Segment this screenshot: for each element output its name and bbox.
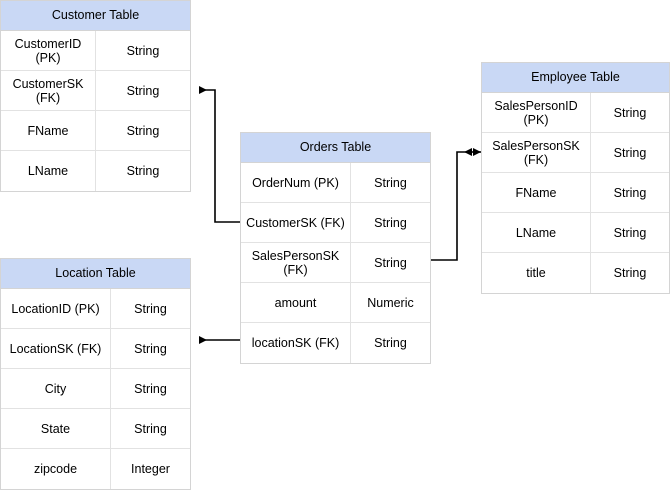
- field-name-cell: LName: [1, 151, 96, 191]
- table-row[interactable]: SalesPersonSK (FK) String: [241, 243, 430, 283]
- field-name-cell: CustomerSK (FK): [241, 203, 351, 242]
- table-row[interactable]: CustomerSK (FK) String: [1, 71, 190, 111]
- field-type-cell: String: [134, 301, 167, 316]
- field-type-cell: String: [126, 83, 160, 98]
- location-table-title: Location Table: [1, 259, 190, 289]
- field-name-line-2: (FK): [283, 262, 308, 277]
- field-type-cell: String: [374, 255, 407, 270]
- field-type-cell: String: [126, 164, 160, 178]
- field-name-cell: locationSK (FK): [241, 323, 351, 363]
- field-name-cell: title: [482, 253, 591, 293]
- field-name-cell: City: [1, 369, 111, 408]
- field-name-cell: LocationID (PK): [1, 289, 111, 328]
- field-type-cell: String: [134, 421, 167, 436]
- table-row[interactable]: OrderNum (PK) String: [241, 163, 430, 203]
- table-row[interactable]: CustomerID (PK) String: [1, 31, 190, 71]
- table-row[interactable]: LocationSK (FK) String: [1, 329, 190, 369]
- field-type-cell: String: [126, 43, 160, 58]
- table-row[interactable]: SalesPersonSK (FK) String: [482, 133, 669, 173]
- field-type-cell: String: [613, 145, 647, 160]
- field-name-line-2: (FK): [523, 152, 549, 167]
- field-name-cell: SalesPersonSK (FK): [241, 243, 351, 282]
- table-row[interactable]: CustomerSK (FK) String: [241, 203, 430, 243]
- table-row[interactable]: zipcode Integer: [1, 449, 190, 489]
- field-name-cell: LName: [482, 213, 591, 252]
- table-row[interactable]: LName String: [482, 213, 669, 253]
- location-table[interactable]: Location Table LocationID (PK) String Lo…: [0, 258, 191, 490]
- orders-table-title: Orders Table: [241, 133, 430, 163]
- table-row[interactable]: locationSK (FK) String: [241, 323, 430, 363]
- field-name-line-1: CustomerSK: [12, 76, 84, 91]
- table-row[interactable]: amount Numeric: [241, 283, 430, 323]
- field-type-cell: String: [613, 185, 647, 200]
- table-row[interactable]: FName String: [482, 173, 669, 213]
- table-row[interactable]: LocationID (PK) String: [1, 289, 190, 329]
- table-row[interactable]: City String: [1, 369, 190, 409]
- table-row[interactable]: LName String: [1, 151, 190, 191]
- field-type-cell: String: [134, 381, 167, 396]
- table-row[interactable]: SalesPersonID (PK) String: [482, 93, 669, 133]
- field-name-cell: FName: [482, 173, 591, 212]
- field-type-cell: String: [613, 225, 647, 240]
- field-name-line-1: SalesPersonSK: [251, 248, 340, 263]
- employee-table-title: Employee Table: [482, 63, 669, 93]
- customer-table[interactable]: Customer Table CustomerID (PK) String Cu…: [0, 0, 191, 192]
- field-type-cell: String: [134, 341, 167, 356]
- orders-table[interactable]: Orders Table OrderNum (PK) String Custom…: [240, 132, 431, 364]
- field-type-cell: String: [613, 105, 647, 120]
- field-name-cell: SalesPersonSK (FK): [482, 133, 591, 172]
- customer-table-title: Customer Table: [1, 1, 190, 31]
- field-name-line-2: (FK): [35, 90, 61, 105]
- field-name-cell: State: [1, 409, 111, 448]
- field-type-cell: String: [374, 175, 407, 190]
- field-type-cell: String: [374, 215, 407, 230]
- field-name-cell: CustomerID (PK): [1, 31, 96, 70]
- employee-table[interactable]: Employee Table SalesPersonID (PK) String…: [481, 62, 670, 294]
- field-type-cell: Integer: [131, 462, 170, 476]
- field-type-cell: String: [126, 123, 160, 138]
- table-row[interactable]: title String: [482, 253, 669, 293]
- table-row[interactable]: FName String: [1, 111, 190, 151]
- field-name-cell: FName: [1, 111, 96, 150]
- field-type-cell: String: [613, 266, 647, 280]
- field-name-cell: SalesPersonID (PK): [482, 93, 591, 132]
- field-name-cell: CustomerSK (FK): [1, 71, 96, 110]
- field-name-line-1: SalesPersonSK: [492, 138, 580, 153]
- field-name-cell: zipcode: [1, 449, 111, 489]
- field-name-cell: OrderNum (PK): [241, 163, 351, 202]
- field-name-cell: LocationSK (FK): [1, 329, 111, 368]
- field-type-cell: String: [374, 336, 407, 350]
- field-name-cell: amount: [241, 283, 351, 322]
- connector-orders-to-employee: [431, 148, 481, 261]
- field-type-cell: Numeric: [367, 295, 414, 310]
- table-row[interactable]: State String: [1, 409, 190, 449]
- connector-orders-to-customer: [199, 86, 240, 223]
